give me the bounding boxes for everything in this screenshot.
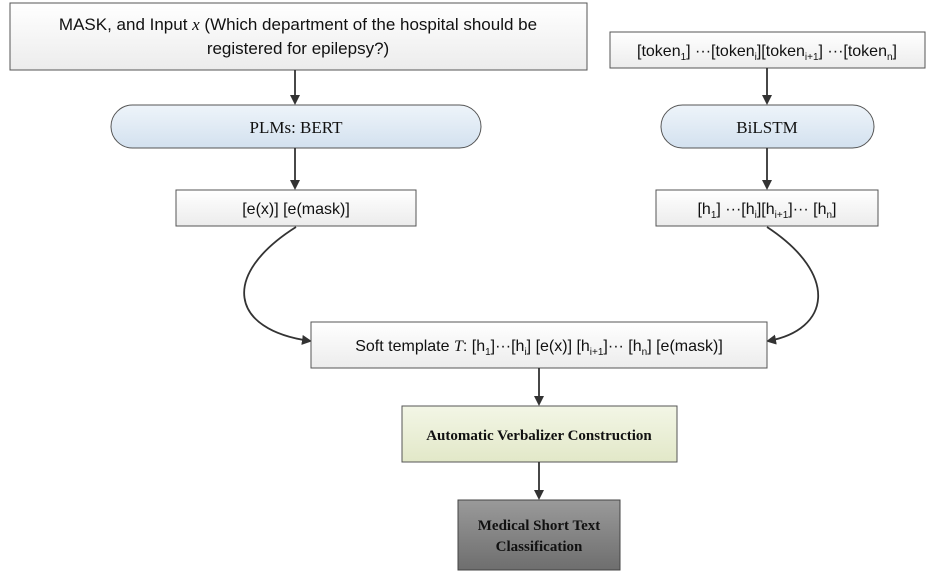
input-line2: registered for epilepsy?) (207, 39, 389, 58)
tokens-text: [token1] ···[tokeni][tokeni+1] ···[token… (637, 43, 897, 63)
arrow-hidden-to-template (766, 226, 820, 345)
plm-label: PLMs: BERT (250, 118, 344, 137)
svg-text:MASK, and Input x (Which depar: MASK, and Input x (Which department of t… (59, 15, 537, 34)
classification-line1: Medical Short Text (478, 518, 601, 534)
tokens-box: [token1] ···[tokeni][tokeni+1] ···[token… (609, 31, 926, 69)
bilstm-node: BiLSTM (660, 104, 875, 149)
arrow-embedding-to-template (243, 226, 312, 345)
input-variable-x: x (191, 15, 200, 34)
bilstm-label: BiLSTM (736, 118, 797, 137)
input-line1-prefix: MASK, and Input (59, 15, 192, 34)
embedding-label: [e(x)] [e(mask)] (242, 201, 350, 218)
classification-line2: Classification (496, 539, 583, 555)
input-line1-suffix: (Which department of the hospital should… (200, 15, 537, 34)
soft-template-box: Soft template T: [h1]···[hi] [e(x)] [hi+… (310, 321, 768, 369)
soft-template-text: Soft template T: [h1]···[hi] [e(x)] [hi+… (355, 338, 723, 358)
hidden-states-box: [h1] ···[hi][hi+1]··· [hn] (655, 189, 879, 227)
verbalizer-box: Automatic Verbalizer Construction (401, 405, 678, 463)
classification-box: Medical Short Text Classification (457, 499, 621, 571)
hidden-states-text: [h1] ···[hi][hi+1]··· [hn] (697, 201, 836, 221)
input-box: MASK, and Input x (Which department of t… (9, 2, 588, 71)
embedding-box: [e(x)] [e(mask)] (175, 189, 417, 227)
plm-node: PLMs: BERT (110, 104, 482, 149)
verbalizer-label: Automatic Verbalizer Construction (426, 428, 652, 444)
